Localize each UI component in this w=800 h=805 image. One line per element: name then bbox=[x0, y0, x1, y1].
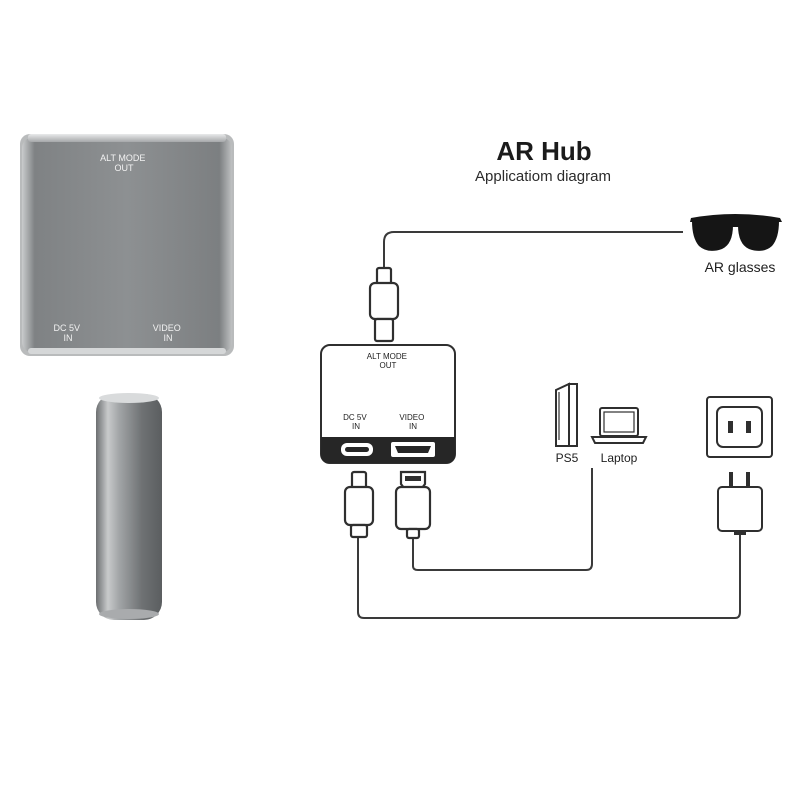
label-laptop: Laptop bbox=[601, 451, 638, 465]
usbc-to-power-cable bbox=[357, 528, 741, 619]
hub-label-dc-in: DC 5V IN bbox=[343, 413, 369, 431]
hdmi-to-consoles-cable bbox=[412, 468, 593, 571]
hub-label-alt-mode: ALT MODE OUT bbox=[367, 352, 409, 370]
usb-c-power-plug-icon bbox=[343, 470, 375, 539]
product-label-video-in: VIDEO IN bbox=[153, 323, 184, 343]
label-ps5: PS5 bbox=[556, 451, 579, 465]
wall-socket-icon bbox=[706, 396, 773, 458]
product-hub-front: ALT MODE OUT DC 5V IN VIDEO IN bbox=[20, 134, 234, 356]
label-ar-glasses: AR glasses bbox=[705, 259, 776, 275]
glasses-cable bbox=[383, 231, 683, 268]
product-label-dc-in: DC 5V IN bbox=[53, 323, 82, 343]
diagram-subtitle: Applicatiom diagram bbox=[475, 168, 611, 185]
hub-label-video-in: VIDEO IN bbox=[399, 413, 426, 431]
laptop-icon bbox=[590, 407, 648, 444]
product-label-alt-mode: ALT MODE OUT bbox=[100, 153, 148, 173]
hub-outline: ALT MODE OUT DC 5V IN VIDEO IN bbox=[320, 344, 456, 464]
usb-c-plug-icon bbox=[368, 266, 400, 343]
ps5-icon bbox=[555, 382, 578, 447]
hdmi-plug-icon bbox=[394, 470, 432, 540]
power-adapter-icon bbox=[717, 472, 763, 535]
product-hub-side bbox=[96, 393, 162, 620]
connection-lines bbox=[357, 231, 741, 619]
diagram-title: AR Hub bbox=[496, 136, 591, 166]
ar-glasses-icon bbox=[690, 214, 782, 251]
